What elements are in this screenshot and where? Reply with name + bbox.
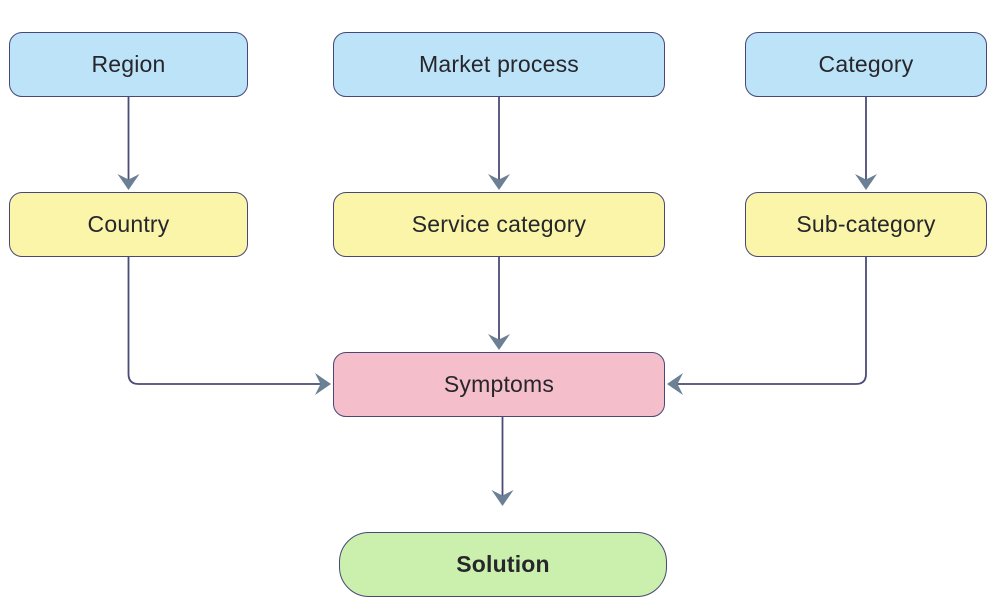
arrowhead-down-icon bbox=[488, 334, 510, 350]
arrowhead-down-icon bbox=[117, 174, 140, 190]
edge-country-to-symptoms bbox=[127, 257, 326, 385]
node-region: Region bbox=[9, 32, 248, 97]
node-sub-category-label: Sub-category bbox=[796, 211, 936, 237]
node-sub-category: Sub-category bbox=[745, 192, 987, 257]
node-solution: Solution bbox=[339, 532, 667, 597]
node-symptoms-label: Symptoms bbox=[443, 371, 555, 397]
arrowhead-down-icon bbox=[491, 490, 514, 506]
node-country: Country bbox=[9, 192, 248, 257]
arrowhead-down-icon bbox=[855, 174, 877, 190]
node-market-process: Market process bbox=[333, 32, 665, 97]
edge-sub-category-to-symptoms bbox=[672, 257, 867, 385]
node-category: Category bbox=[745, 32, 987, 97]
node-service-category: Service category bbox=[333, 192, 665, 257]
node-region-label: Region bbox=[91, 51, 166, 77]
node-category-label: Category bbox=[818, 51, 914, 77]
node-service-category-label: Service category bbox=[411, 211, 587, 237]
arrowhead-down-icon bbox=[488, 174, 510, 190]
node-solution-label: Solution bbox=[456, 551, 550, 577]
arrowhead-left-icon bbox=[667, 373, 683, 395]
node-market-process-label: Market process bbox=[418, 51, 579, 77]
node-country-label: Country bbox=[87, 211, 170, 237]
arrowhead-right-icon bbox=[315, 373, 331, 395]
node-symptoms: Symptoms bbox=[333, 352, 665, 417]
